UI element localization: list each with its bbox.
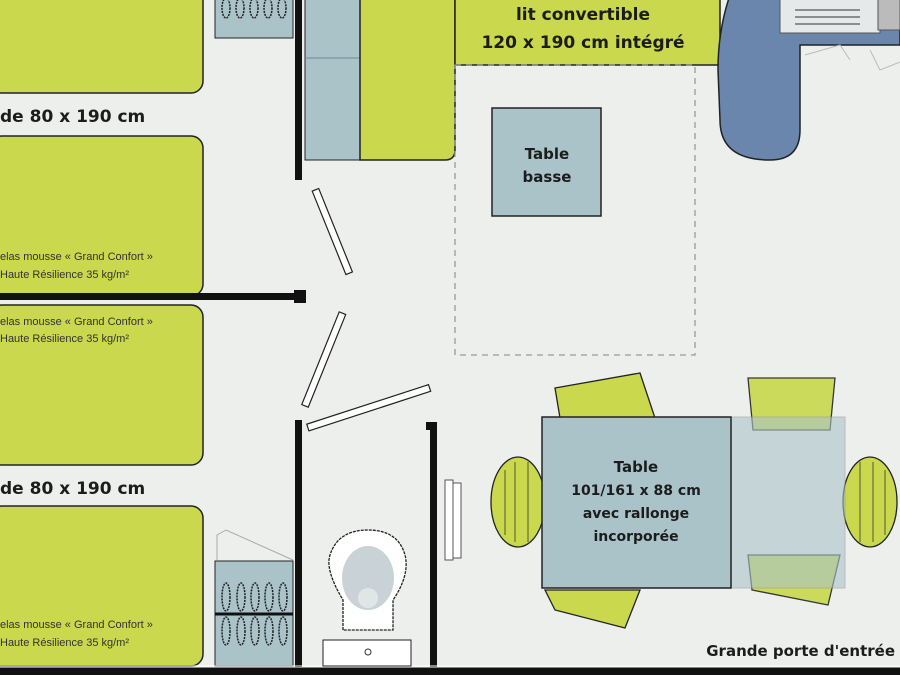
mattress-text: elas mousse « Grand Confort » [0,619,153,631]
dining-table [541,416,732,589]
dining-table-label: Table [614,458,658,476]
bed-size-label: de 80 x 190 cm [0,107,145,127]
unfolded-bed-outline [454,64,696,356]
bed-3 [0,304,204,466]
mattress-text: Haute Résilience 35 kg/m² [0,269,129,281]
mattress-text: Haute Résilience 35 kg/m² [0,333,129,345]
dining-table-label: avec rallonge [583,506,689,522]
table-extension [730,416,846,589]
entrance-label: Grande porte d'entrée [706,642,895,660]
bed-size-label: de 80 x 190 cm [0,479,145,499]
sofa-label: 120 x 190 cm intégré [481,33,684,53]
sofa-bed [304,0,721,161]
wall-fixture [444,479,462,561]
mattress-text: elas mousse « Grand Confort » [0,316,153,328]
wardrobe-bottom [214,529,294,667]
door-leaves [300,187,432,432]
sofa-label: lit convertible [516,5,650,25]
bed-top [0,0,204,94]
toilet [322,529,412,667]
mattress-text: Haute Résilience 35 kg/m² [0,637,129,649]
coffee-table [491,107,602,217]
dining-table-label: 101/161 x 88 cm [571,483,701,499]
coffee-table-label: basse [523,168,572,186]
wardrobe-top [214,0,294,39]
coffee-table-label: Table [525,145,569,163]
kitchen-counter [717,0,900,161]
mattress-text: elas mousse « Grand Confort » [0,251,153,263]
dining-table-label: incorporée [593,529,678,545]
